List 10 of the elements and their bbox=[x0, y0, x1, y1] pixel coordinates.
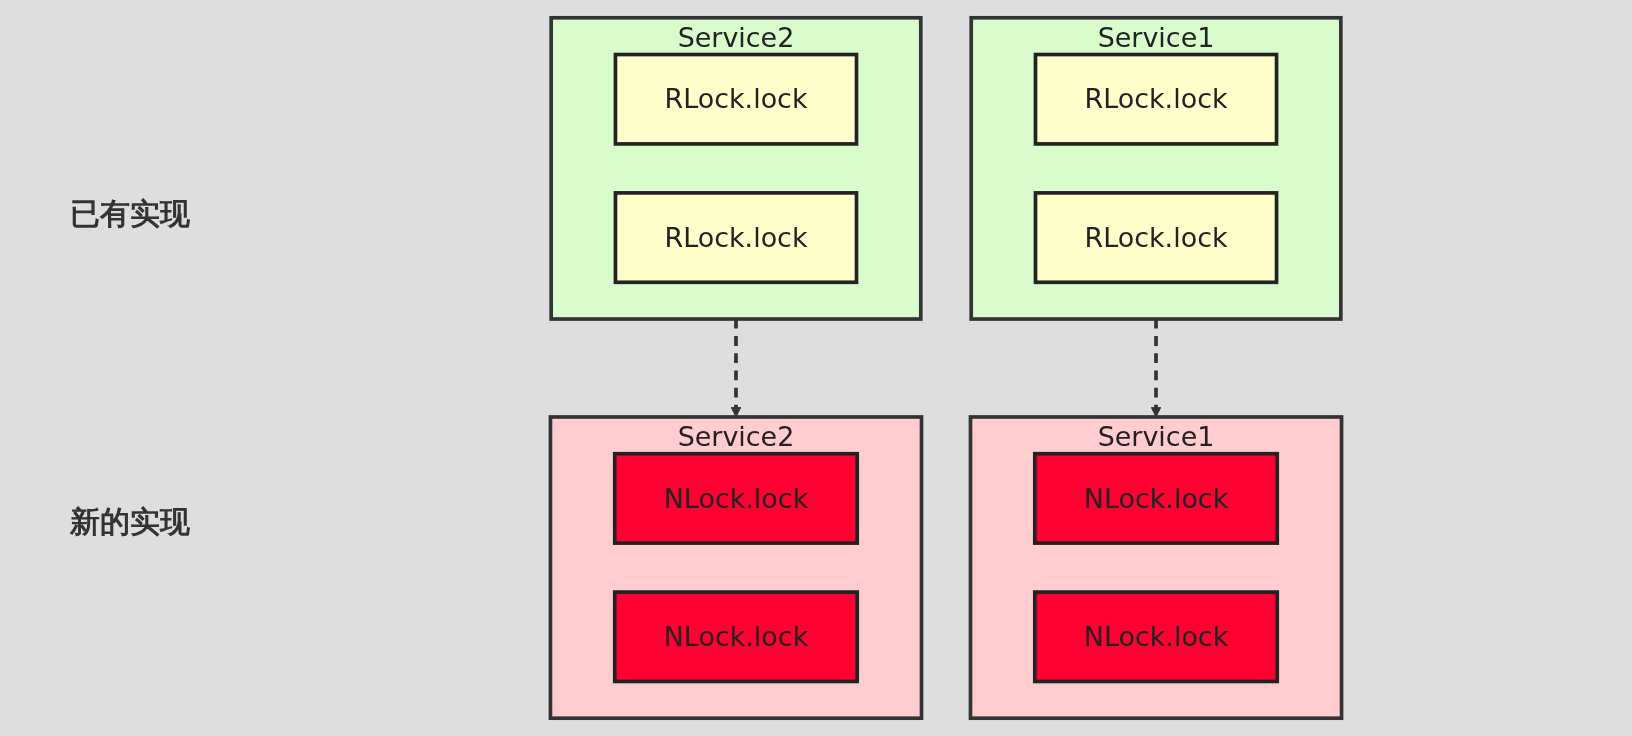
node-box: NLock.lock bbox=[1032, 451, 1280, 545]
row-label: 已有实现 bbox=[69, 194, 191, 233]
node-box: NLock.lock bbox=[612, 451, 860, 545]
node-box: RLock.lock bbox=[613, 52, 859, 146]
row-label: 新的实现 bbox=[69, 502, 191, 541]
node-box: NLock.lock bbox=[1032, 590, 1280, 684]
node-box: RLock.lock bbox=[613, 191, 859, 285]
node-box: NLock.lock bbox=[612, 590, 860, 684]
node-box: RLock.lock bbox=[1033, 191, 1279, 285]
node-box: RLock.lock bbox=[1033, 52, 1279, 146]
